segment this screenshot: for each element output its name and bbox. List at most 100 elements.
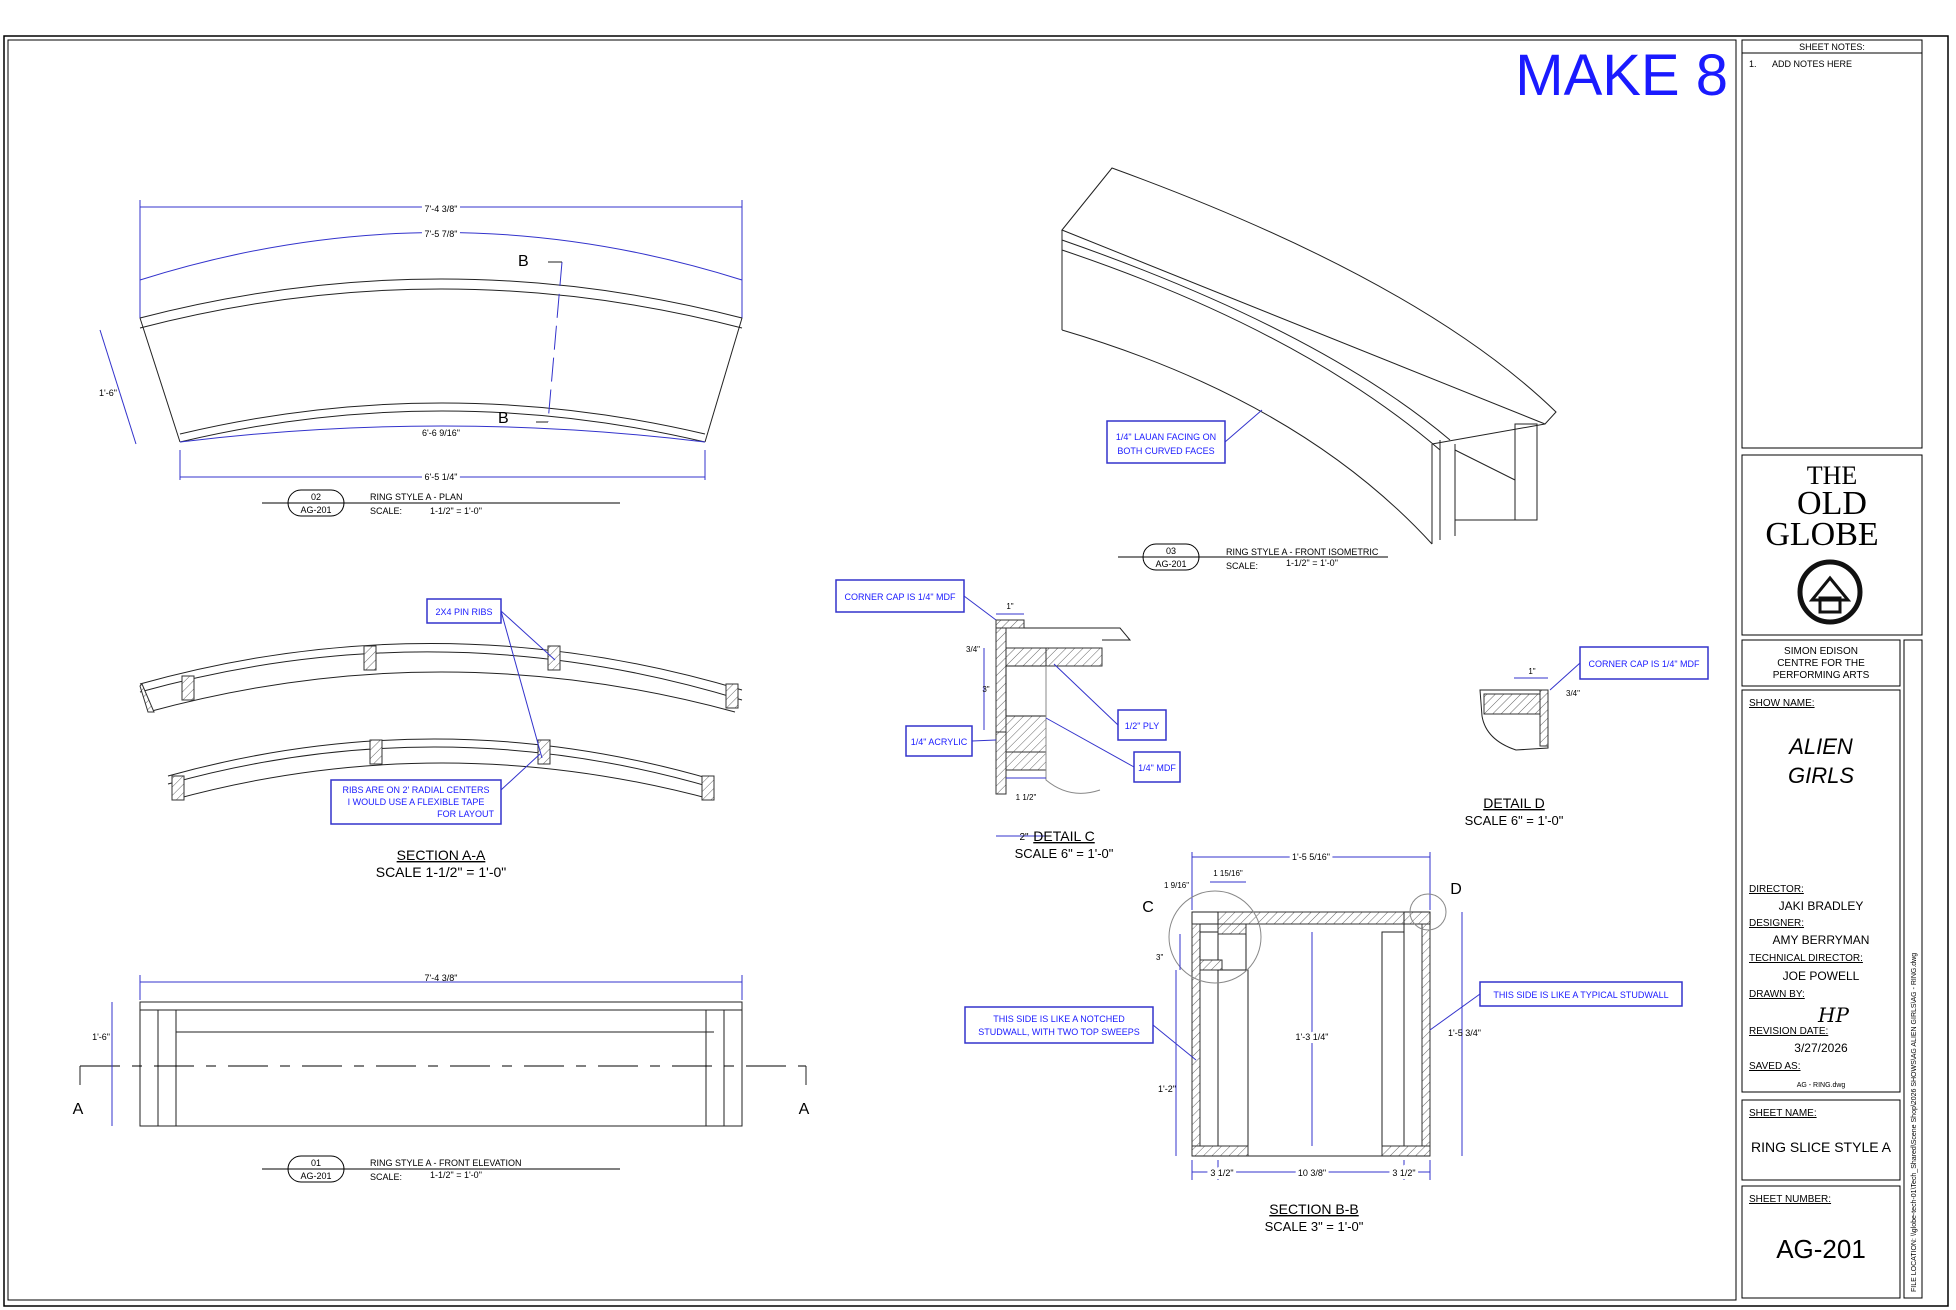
globe-emblem-icon xyxy=(1797,559,1863,625)
logo-line1: THE xyxy=(1807,461,1858,490)
director-value: JAKI BRADLEY xyxy=(1779,899,1864,913)
detail-c-dim-left: 3/4" xyxy=(966,645,980,654)
iso-scale-label: SCALE: xyxy=(1226,561,1258,571)
director-label: DIRECTOR: xyxy=(1749,884,1804,895)
detail-d: CORNER CAP IS 1/4" MDF 1" 3/4" DETAIL D … xyxy=(1465,646,1709,828)
saved-as-value: AG - RING.dwg xyxy=(1797,1082,1846,1089)
detail-c-dim-bottom: 2" xyxy=(1019,832,1029,843)
sheet-notes-item-text: ADD NOTES HERE xyxy=(1772,59,1852,69)
designer-value: AMY BERRYMAN xyxy=(1773,933,1870,947)
sheet-name-value: RING SLICE STYLE A xyxy=(1751,1139,1892,1155)
elevation-title: RING STYLE A - FRONT ELEVATION xyxy=(370,1158,522,1168)
iso-tag-sheet: AG-201 xyxy=(1155,559,1186,569)
designer-label: DESIGNER: xyxy=(1749,918,1804,929)
detail-c-scale: SCALE 6" = 1'-0" xyxy=(1015,846,1114,861)
detail-c-dim-half: 1 1/2" xyxy=(1016,793,1037,802)
show-name-line2: GIRLS xyxy=(1788,763,1854,788)
svg-text:7'-5 7/8": 7'-5 7/8" xyxy=(425,229,458,239)
elevation-dim-top: 7'-4 3/8" xyxy=(425,973,458,983)
logo-line2: OLD xyxy=(1797,485,1867,522)
bb-dim-b: 1 9/16" xyxy=(1164,881,1189,890)
bb-dim-b3: 3 1/2" xyxy=(1392,1168,1415,1178)
detail-c-title: DETAIL C xyxy=(1033,828,1094,844)
revision-value: 3/27/2026 xyxy=(1794,1041,1848,1055)
show-name-line1: ALIEN xyxy=(1787,734,1853,759)
front-elevation: 7'-4 3/8" A A 1'-6" 01 AG-201 RING STYLE… xyxy=(73,973,810,1183)
detail-c-acrylic: 1/4" ACRYLIC xyxy=(911,737,968,747)
bb-scale: SCALE 3" = 1'-0" xyxy=(1265,1219,1364,1234)
svg-text:1'-5 5/16": 1'-5 5/16" xyxy=(1292,852,1330,862)
sheet-notes-title: SHEET NOTES: xyxy=(1799,42,1865,52)
sheet-notes-item-num: 1. xyxy=(1749,59,1757,69)
bb-dim-right: 1'-5 3/4" xyxy=(1448,1028,1481,1038)
outer-border xyxy=(3,35,1949,1307)
section-aa-title: SECTION A-A xyxy=(397,847,486,863)
td-value: JOE POWELL xyxy=(1783,969,1860,983)
bb-note-left1: THIS SIDE IS LIKE A NOTCHED xyxy=(993,1014,1125,1024)
drawn-by-signature: HP xyxy=(1817,1003,1849,1027)
bb-callout-d: D xyxy=(1450,881,1462,898)
svg-text:3 1/2": 3 1/2" xyxy=(1392,1168,1415,1178)
title-block: SHEET NOTES: 1. ADD NOTES HERE THE OLD G… xyxy=(1741,39,1923,1299)
bb-note-left2: STUDWALL, WITH TWO TOP SWEEPS xyxy=(978,1027,1140,1037)
plan-arc-bottom: 6'-6 9/16" xyxy=(422,428,460,438)
elevation-scale-label: SCALE: xyxy=(370,1172,402,1182)
bb-dim-b2: 10 3/8" xyxy=(1298,1168,1326,1178)
iso-tag-num: 03 xyxy=(1166,546,1176,556)
detail-d-scale: SCALE 6" = 1'-0" xyxy=(1465,813,1564,828)
plan-title: RING STYLE A - PLAN xyxy=(370,492,463,502)
detail-c-ply: 1/2" PLY xyxy=(1125,721,1160,731)
elevation-scale: 1-1/2" = 1'-0" xyxy=(430,1170,482,1180)
elevation-tag-sheet: AG-201 xyxy=(300,1171,331,1181)
plan-dim-top: 7'-4 3/8" xyxy=(425,204,458,214)
venue-line1: SIMON EDISON xyxy=(1784,646,1858,657)
section-aa-note2-line2: I WOULD USE A FLEXIBLE TAPE xyxy=(348,797,485,807)
bb-dim-left: 1'-2" xyxy=(1158,1084,1176,1094)
sheet-name-label: SHEET NAME: xyxy=(1749,1108,1817,1119)
show-name-label: SHOW NAME: xyxy=(1749,698,1815,709)
svg-text:3 1/2": 3 1/2" xyxy=(1210,1168,1233,1178)
elevation-cut-left: A xyxy=(73,1101,84,1118)
revision-label: REVISION DATE: xyxy=(1749,1026,1828,1037)
svg-text:7'-4 3/8": 7'-4 3/8" xyxy=(425,204,458,214)
bb-dim-b1: 3 1/2" xyxy=(1210,1168,1233,1178)
plan-cut-top: B xyxy=(518,253,529,270)
detail-d-cap-note: CORNER CAP IS 1/4" MDF xyxy=(1588,659,1700,669)
plan-scale-label: SCALE: xyxy=(370,506,402,516)
venue-line3: PERFORMING ARTS xyxy=(1773,670,1870,681)
plan-dim-bottom: 6'-5 1/4" xyxy=(425,472,458,482)
plan-dim-side: 1'-6" xyxy=(99,388,117,398)
plan-cut-bottom: B xyxy=(498,410,509,427)
iso-title: RING STYLE A - FRONT ISOMETRIC xyxy=(1226,547,1379,557)
detail-d-dim-side: 3/4" xyxy=(1566,689,1580,698)
iso-note-line1: 1/4" LAUAN FACING ON xyxy=(1116,432,1216,442)
sheet-number-value: AG-201 xyxy=(1776,1234,1866,1264)
section-aa-note1: 2X4 PIN RIBS xyxy=(435,607,492,617)
drawing-border xyxy=(7,39,1737,1301)
plan-scale: 1-1/2" = 1'-0" xyxy=(430,506,482,516)
svg-text:6'-5 1/4": 6'-5 1/4" xyxy=(425,472,458,482)
drawn-by-label: DRAWN BY: xyxy=(1749,989,1805,1000)
section-b-b: 1'-5 5/16" 1'-5 5/16" 1 15/16" 1 9/16" C… xyxy=(964,849,1683,1234)
plan-view: 7'-4 3/8" 7'-4 3/8" 7'-5 7/8" 7'-5 7/8" … xyxy=(99,200,743,517)
old-globe-logo: THE OLD GLOBE xyxy=(1765,461,1879,625)
section-aa-note2-line3: FOR LAYOUT xyxy=(437,809,494,819)
isometric-view: 1/4" LAUAN FACING ON BOTH CURVED FACES 0… xyxy=(1061,167,1557,571)
bb-callout-c: C xyxy=(1142,899,1154,916)
td-label: TECHNICAL DIRECTOR: xyxy=(1749,953,1863,964)
section-aa-scale: SCALE 1-1/2" = 1'-0" xyxy=(376,864,507,880)
logo-line3: GLOBE xyxy=(1765,516,1878,553)
section-aa-note2-line1: RIBS ARE ON 2' RADIAL CENTERS xyxy=(343,785,490,795)
bb-title: SECTION B-B xyxy=(1269,1201,1358,1217)
sheet-number-label: SHEET NUMBER: xyxy=(1749,1194,1831,1205)
venue-line2: CENTRE FOR THE xyxy=(1777,658,1865,669)
bb-dim-a: 1 15/16" xyxy=(1213,869,1243,878)
saved-as-label: SAVED AS: xyxy=(1749,1061,1801,1072)
section-a-a: 2X4 PIN RIBS RIBS ARE ON 2' RADIAL CENTE… xyxy=(139,598,743,880)
iso-note-line2: BOTH CURVED FACES xyxy=(1117,446,1214,456)
elevation-tag-num: 01 xyxy=(311,1158,321,1168)
detail-c-cap-note: CORNER CAP IS 1/4" MDF xyxy=(844,592,956,602)
detail-c: CORNER CAP IS 1/4" MDF 1" 3/4" 3" 1/4" A… xyxy=(835,579,1181,861)
plan-tag-num: 02 xyxy=(311,492,321,502)
